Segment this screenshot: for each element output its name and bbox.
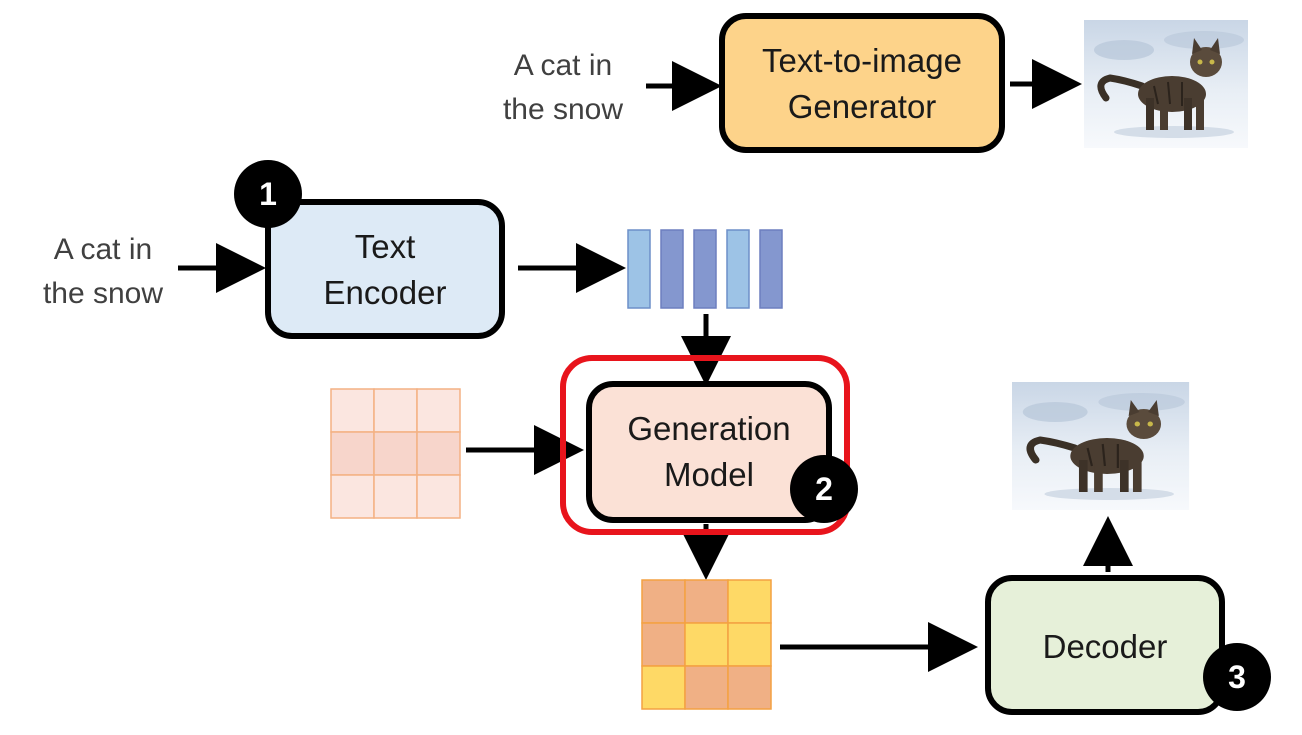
latent-cell <box>727 665 772 710</box>
noise-cell <box>416 388 461 433</box>
noise-cell <box>330 431 375 476</box>
decoder-label: Decoder <box>994 624 1216 670</box>
noise-cell <box>416 474 461 519</box>
step-badge-3: 3 <box>1203 643 1271 711</box>
generation-model-line-2: Model <box>664 456 754 493</box>
decoder-box <box>985 575 1225 715</box>
cat-photo-output <box>1012 382 1189 510</box>
noise-cell <box>330 388 375 433</box>
top-input-line-2: the snow <box>502 93 624 126</box>
top-input-text: A cat in the snow <box>478 44 648 132</box>
latent-cell <box>684 622 729 667</box>
generation-model-box <box>586 381 832 523</box>
generation-model-line-1: Generation <box>627 410 791 447</box>
noise-cell <box>330 474 375 519</box>
latent-cell <box>727 622 772 667</box>
decoder-label-text: Decoder <box>1042 628 1168 665</box>
noise-cell <box>373 388 418 433</box>
lower-input-line-1: A cat in <box>53 233 153 266</box>
top-input-line-1: A cat in <box>513 49 613 82</box>
highlight-frame <box>560 355 850 535</box>
embedding-bar <box>627 229 651 309</box>
latent-cell <box>641 622 686 667</box>
text-to-image-generator-box <box>719 13 1005 153</box>
embedding-bar <box>726 229 750 309</box>
embedding-bar <box>693 229 717 309</box>
latent-cell <box>641 579 686 624</box>
text-embedding-vectors <box>627 229 783 309</box>
lower-input-line-2: the snow <box>42 277 164 310</box>
step-badge-1: 1 <box>234 160 302 228</box>
noise-cell <box>373 431 418 476</box>
latent-cell <box>641 665 686 710</box>
embedding-bar <box>759 229 783 309</box>
text-encoder-label: Text Encoder <box>274 224 496 316</box>
output-latent-grid <box>641 579 772 710</box>
text-encoder-line-1: Text <box>354 228 416 265</box>
latent-cell <box>684 665 729 710</box>
noise-latent-grid <box>330 388 461 519</box>
embedding-bar <box>660 229 684 309</box>
generation-model-label: Generation Model <box>595 406 823 498</box>
text-encoder-line-2: Encoder <box>323 274 447 311</box>
noise-cell <box>373 474 418 519</box>
noise-cell <box>416 431 461 476</box>
latent-cell <box>684 579 729 624</box>
cat-photo-top <box>1084 20 1248 148</box>
text-encoder-box <box>265 199 505 339</box>
generator-label-line-2: Generator <box>787 88 937 125</box>
generator-label: Text-to-image Generator <box>728 38 996 130</box>
step-badge-2: 2 <box>790 455 858 523</box>
latent-cell <box>727 579 772 624</box>
generator-label-line-1: Text-to-image <box>762 42 962 79</box>
lower-input-text: A cat in the snow <box>18 228 188 316</box>
